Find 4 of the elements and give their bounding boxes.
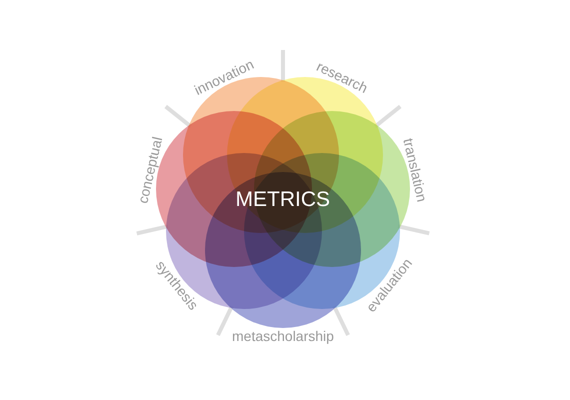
circle-label: metascholarship <box>232 328 334 344</box>
circle-label: conceptual <box>134 134 166 204</box>
circle-label: translation <box>400 136 430 203</box>
center-title: METRICS <box>236 188 330 212</box>
